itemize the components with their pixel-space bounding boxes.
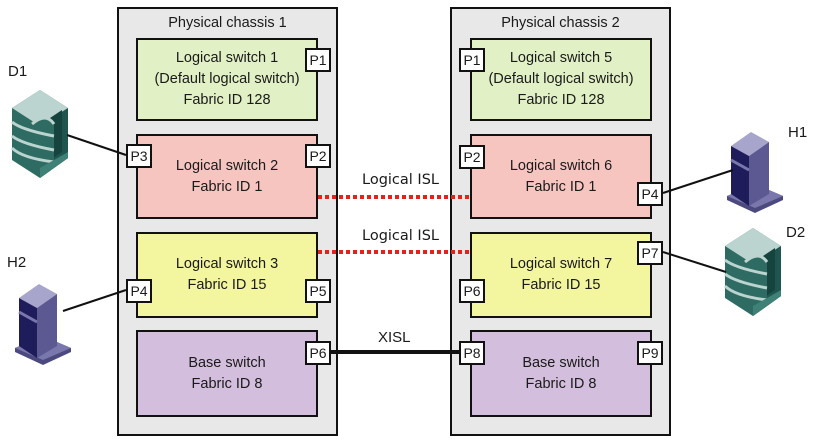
switch-name: Logical switch 3 — [175, 256, 279, 272]
port-p4-ls3: P4 — [126, 279, 152, 303]
port-p6-base1: P6 — [305, 341, 331, 365]
switch-name: Logical switch 1 — [175, 50, 279, 66]
port-p3-ls2: P3 — [126, 144, 152, 168]
host-icon — [15, 284, 71, 365]
port-p2-ls6: P2 — [459, 145, 485, 169]
device-label-h1: H1 — [788, 124, 808, 141]
port-p5-ls3: P5 — [305, 279, 331, 303]
port-p7-ls7: P7 — [637, 241, 663, 265]
port-p2-ls2: P2 — [305, 144, 331, 168]
logical-switch-1: Logical switch 1 (Default logical switch… — [136, 38, 318, 121]
storage-icon — [723, 228, 781, 316]
switch-name: Base switch — [188, 354, 266, 371]
port-p4-ls6: P4 — [637, 182, 663, 206]
logical-switch-7: Logical switch 7 Fabric ID 15 — [470, 232, 652, 318]
switch-fabric-id: Fabric ID 15 — [187, 277, 267, 293]
logical-isl-label-2: Logical ISL — [362, 228, 439, 244]
port-p1-ls1: P1 — [305, 48, 331, 72]
switch-fabric-id: Fabric ID 8 — [191, 375, 263, 392]
logical-switch-5: Logical switch 5 (Default logical switch… — [470, 38, 652, 121]
switch-name: Logical switch 2 — [175, 157, 279, 174]
host-icon — [727, 132, 783, 213]
link-h1-p4 — [662, 169, 734, 194]
port-p1-ls5: P1 — [459, 48, 485, 72]
device-label-d2: D2 — [786, 224, 806, 241]
port-p8-base2: P8 — [459, 341, 485, 365]
base-switch-2: Base switch Fabric ID 8 — [470, 330, 652, 417]
logical-isl-label-1: Logical ISL — [362, 172, 439, 188]
switch-role: (Default logical switch) — [154, 71, 300, 87]
switch-name: Base switch — [522, 354, 600, 371]
xisl-label: XISL — [378, 329, 411, 346]
switch-role: (Default logical switch) — [488, 71, 634, 87]
switch-fabric-id: Fabric ID 128 — [517, 92, 605, 108]
switch-fabric-id: Fabric ID 1 — [525, 178, 597, 195]
logical-switch-3: Logical switch 3 Fabric ID 15 — [136, 232, 318, 318]
base-switch-1: Base switch Fabric ID 8 — [136, 330, 318, 417]
port-p9-base2: P9 — [637, 341, 663, 365]
port-p6-ls7: P6 — [459, 279, 485, 303]
device-label-d1: D1 — [8, 63, 28, 80]
switch-fabric-id: Fabric ID 8 — [525, 375, 597, 392]
chassis-title: Physical chassis 1 — [168, 15, 287, 31]
device-label-h2: H2 — [7, 254, 27, 271]
switch-name: Logical switch 6 — [509, 157, 613, 174]
switch-fabric-id: Fabric ID 128 — [183, 92, 271, 108]
storage-icon — [10, 90, 68, 178]
logical-switch-2: Logical switch 2 Fabric ID 1 — [136, 134, 318, 219]
logical-switch-6: Logical switch 6 Fabric ID 1 — [470, 134, 652, 219]
switch-name: Logical switch 5 — [509, 50, 613, 66]
switch-fabric-id: Fabric ID 1 — [191, 178, 263, 195]
switch-name: Logical switch 7 — [509, 256, 613, 272]
chassis-title: Physical chassis 2 — [501, 15, 620, 31]
switch-fabric-id: Fabric ID 15 — [521, 277, 601, 293]
link-d2-p7 — [662, 251, 727, 273]
